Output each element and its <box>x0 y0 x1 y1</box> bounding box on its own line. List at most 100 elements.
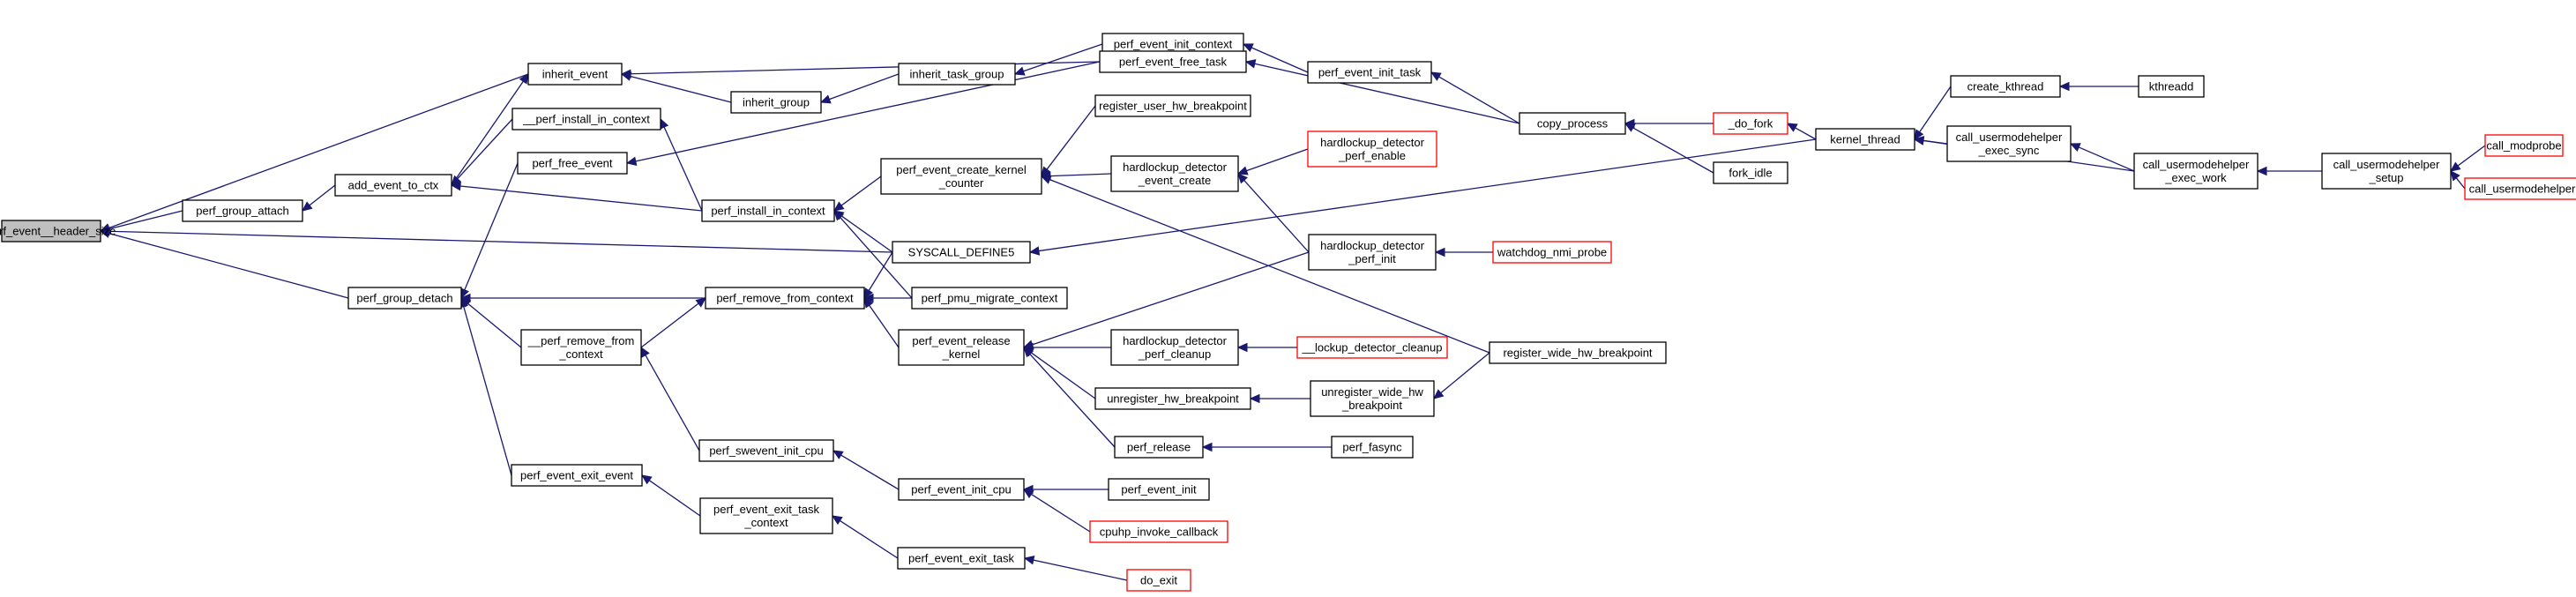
node-hardlockup-detector-perf-init[interactable]: hardlockup_detector_perf_init <box>1308 234 1437 271</box>
edge-n5-n4 <box>1242 43 1309 73</box>
node-lockup-detector-cleanup[interactable]: __lockup_detector_cleanup <box>1296 336 1448 359</box>
arrowhead <box>1433 389 1445 399</box>
node-perf-install-in-context[interactable]: __perf_install_in_context <box>511 108 661 131</box>
arrowhead <box>1023 347 1034 358</box>
node-copy-process[interactable]: copy_process <box>1519 112 1626 135</box>
edge-n30-n29 <box>459 293 706 303</box>
node-label: do_exit <box>1140 574 1177 587</box>
edge-line <box>829 73 900 101</box>
edge-line <box>1795 127 1817 140</box>
arrowhead <box>862 293 874 303</box>
node-kthreadd[interactable]: kthreadd <box>2138 75 2205 98</box>
node-label: perf_event_exit_task <box>713 503 819 516</box>
node-perf-free-event[interactable]: perf_free_event <box>517 152 628 175</box>
node-box <box>1946 125 2072 162</box>
node-hardlockup-detector-perf-cleanup[interactable]: hardlockup_detector_perf_cleanup <box>1110 329 1239 366</box>
node-perf-event-exit-event[interactable]: perf_event_exit_event <box>511 464 643 487</box>
node-box <box>698 439 834 462</box>
node-register-wide-hw-breakpoint[interactable]: register_wide_hw_breakpoint <box>1489 341 1667 364</box>
edge-n47-n46 <box>641 474 701 517</box>
node-perf-event-exit-task[interactable]: perf_event_exit_task <box>897 547 1026 570</box>
node-box <box>2321 153 2452 190</box>
edge-n43-n42 <box>832 450 900 490</box>
arrowhead <box>1914 129 1924 141</box>
arrowhead <box>1013 66 1026 76</box>
node-perf-pmu-migrate-context[interactable]: perf_pmu_migrate_context <box>911 287 1068 310</box>
edge-line <box>640 302 699 348</box>
edge-n46-n29 <box>459 296 512 476</box>
node-perf-release[interactable]: perf_release <box>1114 436 1204 459</box>
node-syscall-define5[interactable]: SYSCALL_DEFINE5 <box>892 241 1031 264</box>
edge-line <box>840 215 893 253</box>
edge-n25-n23 <box>1040 171 1112 181</box>
edge-line <box>1438 76 1520 124</box>
node-perf-event-init-task[interactable]: perf_event_init_task <box>1307 61 1432 84</box>
node-box <box>1308 234 1437 271</box>
node-cpuhp-invoke-callback[interactable]: cpuhp_invoke_callback <box>1089 520 1228 543</box>
node-perf-group-detach[interactable]: perf_group_detach <box>347 287 462 310</box>
node-perf-event-exit-task-context[interactable]: perf_event_exit_task_context <box>699 497 833 534</box>
edge-n1-n0 <box>99 73 529 233</box>
node-label: _exec_work <box>2164 171 2227 184</box>
node-call-usermodehelper-setup[interactable]: call_usermodehelper_setup <box>2321 153 2452 190</box>
node-label: _perf_enable <box>1338 149 1406 162</box>
node-perf-remove-from-context[interactable]: perf_remove_from_context <box>705 287 865 310</box>
node-perf-event-init[interactable]: perf_event_init <box>1108 478 1210 501</box>
node-box <box>334 174 452 197</box>
edge-n4-n3 <box>1013 43 1103 76</box>
arrowhead <box>1244 59 1257 69</box>
edge-line <box>840 519 899 559</box>
node-perf-event-init-cpu[interactable]: perf_event_init_cpu <box>898 478 1025 501</box>
node-box <box>1519 112 1626 135</box>
edge-line <box>1632 127 1714 174</box>
node-call-modprobe[interactable]: call_modprobe <box>2484 134 2564 157</box>
node-unregister-hw-breakpoint[interactable]: unregister_hw_breakpoint <box>1094 387 1251 410</box>
node-label: _context <box>743 516 788 529</box>
node-fork-idle[interactable]: fork_idle <box>1713 161 1788 184</box>
arrowhead <box>863 297 874 309</box>
node-perf-fasync[interactable]: perf_fasync <box>1331 436 1414 459</box>
edge-line <box>1046 105 1096 170</box>
node-inherit-event[interactable]: inherit_event <box>527 63 623 86</box>
node-kernel-thread[interactable]: kernel_thread <box>1815 128 1915 151</box>
node-call-usermodehelper-exec-sync[interactable]: call_usermodehelper_exec_sync <box>1946 125 2072 162</box>
edge-n45-n43 <box>1022 489 1091 533</box>
node-hardlockup-detector-event-create[interactable]: hardlockup_detector_event_create <box>1110 155 1239 192</box>
node-inherit-task-group[interactable]: inherit_task_group <box>898 63 1016 86</box>
node-label: perf_remove_from_context <box>716 292 854 305</box>
node-box <box>699 497 833 534</box>
edge-line <box>645 354 700 451</box>
node-perf-event-release-kernel[interactable]: perf_event_release_kernel <box>898 329 1025 366</box>
node-create-kthread[interactable]: create_kthread <box>1950 75 2061 98</box>
edge-n28-n30 <box>862 293 912 303</box>
node-watchdog-nmi-probe[interactable]: watchdog_nmi_probe <box>1492 241 1612 264</box>
node-perf-install-in-context[interactable]: perf_install_in_context <box>701 199 835 222</box>
node-inherit-group[interactable]: inherit_group <box>730 91 822 114</box>
node-box <box>1114 436 1204 459</box>
node-register-user-hw-breakpoint[interactable]: register_user_hw_breakpoint <box>1094 94 1251 117</box>
node-hardlockup-detector-perf-enable[interactable]: hardlockup_detector_perf_enable <box>1307 131 1437 168</box>
node-unregister-wide-hw-breakpoint[interactable]: unregister_wide_hw_breakpoint <box>1310 380 1435 417</box>
node-label: inherit_event <box>542 68 609 81</box>
edge-n27-n0 <box>99 227 893 253</box>
node-label: perf_pmu_migrate_context <box>922 292 1058 305</box>
node-call-usermodehelper[interactable]: call_usermodehelper <box>2464 177 2576 200</box>
edge-line <box>1029 353 1116 448</box>
node-label: perf_event_create_kernel <box>896 163 1027 176</box>
edge-n42-n31 <box>640 346 700 451</box>
edge-n2-n1 <box>620 71 732 103</box>
node-do-exit[interactable]: do_exit <box>1126 569 1191 592</box>
node-box <box>1126 569 1191 592</box>
arrowhead <box>1430 71 1442 81</box>
node-call-usermodehelper-exec-work[interactable]: call_usermodehelper_exec_work <box>2133 153 2259 190</box>
node-perf-event-header-size[interactable]: perf_event__header_size <box>0 220 116 243</box>
node-perf-event-create-kernel-counter[interactable]: perf_event_create_kernel_counter <box>880 158 1042 195</box>
node-label: perf_event_init_context <box>1114 38 1233 51</box>
node-perf-swevent-init-cpu[interactable]: perf_swevent_init_cpu <box>698 439 834 462</box>
node-perf-remove-from-context[interactable]: __perf_remove_from_context <box>520 329 642 366</box>
node-do-fork[interactable]: _do_fork <box>1713 112 1788 135</box>
node-add-event-to-ctx[interactable]: add_event_to_ctx <box>334 174 452 197</box>
node-perf-group-attach[interactable]: perf_group_attach <box>182 199 303 222</box>
node-label: perf_event__header_size <box>0 225 116 238</box>
node-perf-event-free-task[interactable]: perf_event_free_task <box>1099 50 1247 73</box>
